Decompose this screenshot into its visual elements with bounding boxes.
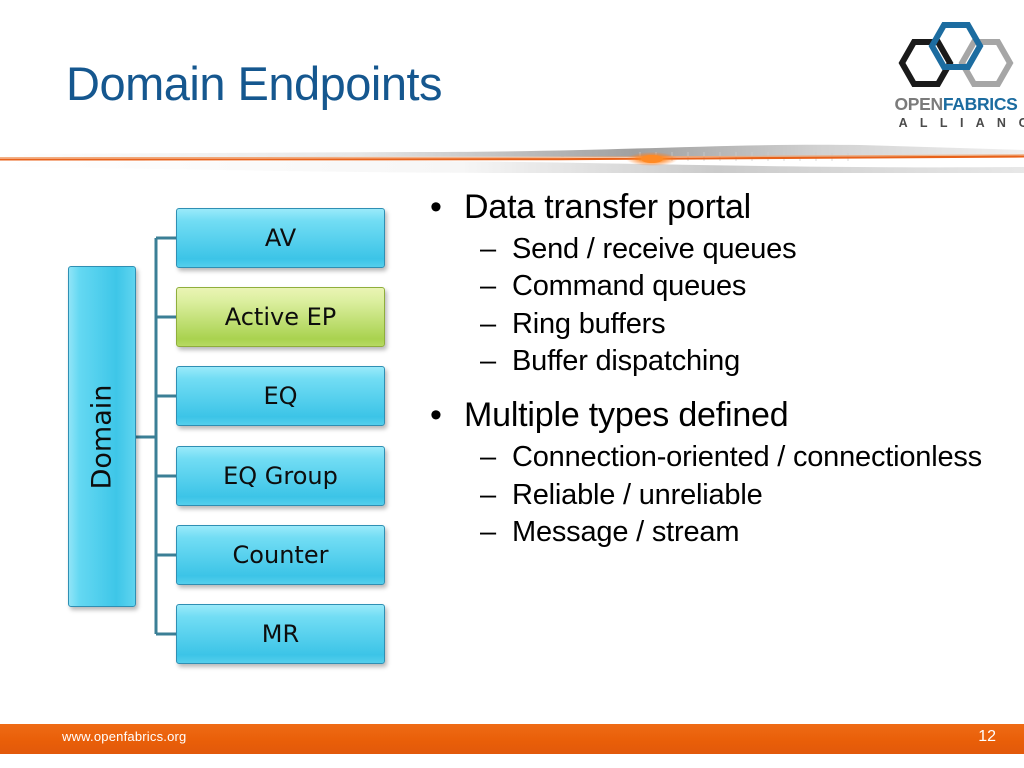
dash-marker-icon: –: [480, 478, 496, 511]
bullet-group-spacer: [424, 380, 1004, 394]
list-item: – Ring buffers: [424, 306, 1004, 343]
list-item-text: Command queues: [512, 270, 747, 303]
dash-marker-icon: –: [480, 307, 496, 340]
diagram-node-mr-label: MR: [261, 620, 300, 648]
diagram-node-eq[interactable]: EQ: [176, 366, 385, 426]
dash-marker-icon: –: [480, 345, 496, 378]
list-item: – Message / stream: [424, 514, 1004, 551]
openfabrics-alliance-logo: OPENFABRICS A L L I A N C E: [894, 22, 1024, 140]
domain-endpoints-diagram: Domain AV Active EP EQ EQ Group Counter …: [0, 176, 410, 696]
bullet-marker-icon: •: [430, 396, 442, 435]
diagram-node-domain[interactable]: Domain: [68, 266, 136, 607]
bullet-heading-text: Multiple types defined: [464, 396, 789, 435]
list-item-text: Message / stream: [512, 516, 740, 549]
page-title: Domain Endpoints: [66, 57, 443, 110]
diagram-node-mr[interactable]: MR: [176, 604, 385, 664]
footer-bar: [0, 724, 1024, 754]
logo-word-open: OPEN: [894, 94, 943, 114]
diagram-node-eq-group[interactable]: EQ Group: [176, 446, 385, 506]
list-item-text: Buffer dispatching: [512, 345, 741, 378]
list-item: – Connection-oriented / connectionless: [424, 439, 1004, 476]
diagram-node-eq-label: EQ: [263, 382, 298, 410]
bullet-heading-text: Data transfer portal: [464, 188, 752, 226]
list-item-text: Ring buffers: [512, 307, 666, 340]
list-item: – Command queues: [424, 268, 1004, 305]
diagram-node-active-ep[interactable]: Active EP: [176, 287, 385, 347]
bullet-marker-icon: •: [430, 188, 442, 226]
logo-word-alliance: A L L I A N C E: [898, 116, 1024, 130]
diagram-node-counter[interactable]: Counter: [176, 525, 385, 585]
divider-ribbon-icon: [0, 144, 1024, 173]
logo-wordmark: OPENFABRICS: [894, 94, 1018, 114]
bullet-heading: • Multiple types defined: [424, 394, 1004, 437]
diagram-node-active-ep-label: Active EP: [224, 303, 337, 331]
hexagon-mark-icon: [898, 22, 1014, 87]
list-item-text: Connection-oriented / connectionless: [512, 441, 982, 474]
footer-url[interactable]: www.openfabrics.org: [62, 729, 187, 744]
diagram-node-eq-group-label: EQ Group: [223, 462, 338, 490]
header-divider: [0, 140, 1024, 176]
dash-marker-icon: –: [480, 516, 496, 549]
dash-marker-icon: –: [480, 441, 496, 474]
footer-page-number: 12: [978, 728, 996, 745]
logo-word-fabrics: FABRICS: [942, 94, 1018, 114]
list-item-text: Reliable / unreliable: [512, 478, 763, 511]
diagram-node-av-label: AV: [264, 224, 297, 252]
dash-marker-icon: –: [480, 232, 496, 265]
list-item-text: Send / receive queues: [512, 232, 797, 265]
list-item: – Reliable / unreliable: [424, 477, 1004, 514]
diagram-node-av[interactable]: AV: [176, 208, 385, 268]
slide-body-bullets: • Data transfer portal – Send / receive …: [424, 186, 1004, 552]
dash-marker-icon: –: [480, 270, 496, 303]
list-item: – Send / receive queues: [424, 231, 1004, 268]
diagram-node-domain-label: Domain: [86, 384, 118, 489]
diagram-node-counter-label: Counter: [232, 541, 329, 569]
bullet-heading: • Data transfer portal: [424, 186, 1004, 229]
list-item: – Buffer dispatching: [424, 343, 1004, 380]
